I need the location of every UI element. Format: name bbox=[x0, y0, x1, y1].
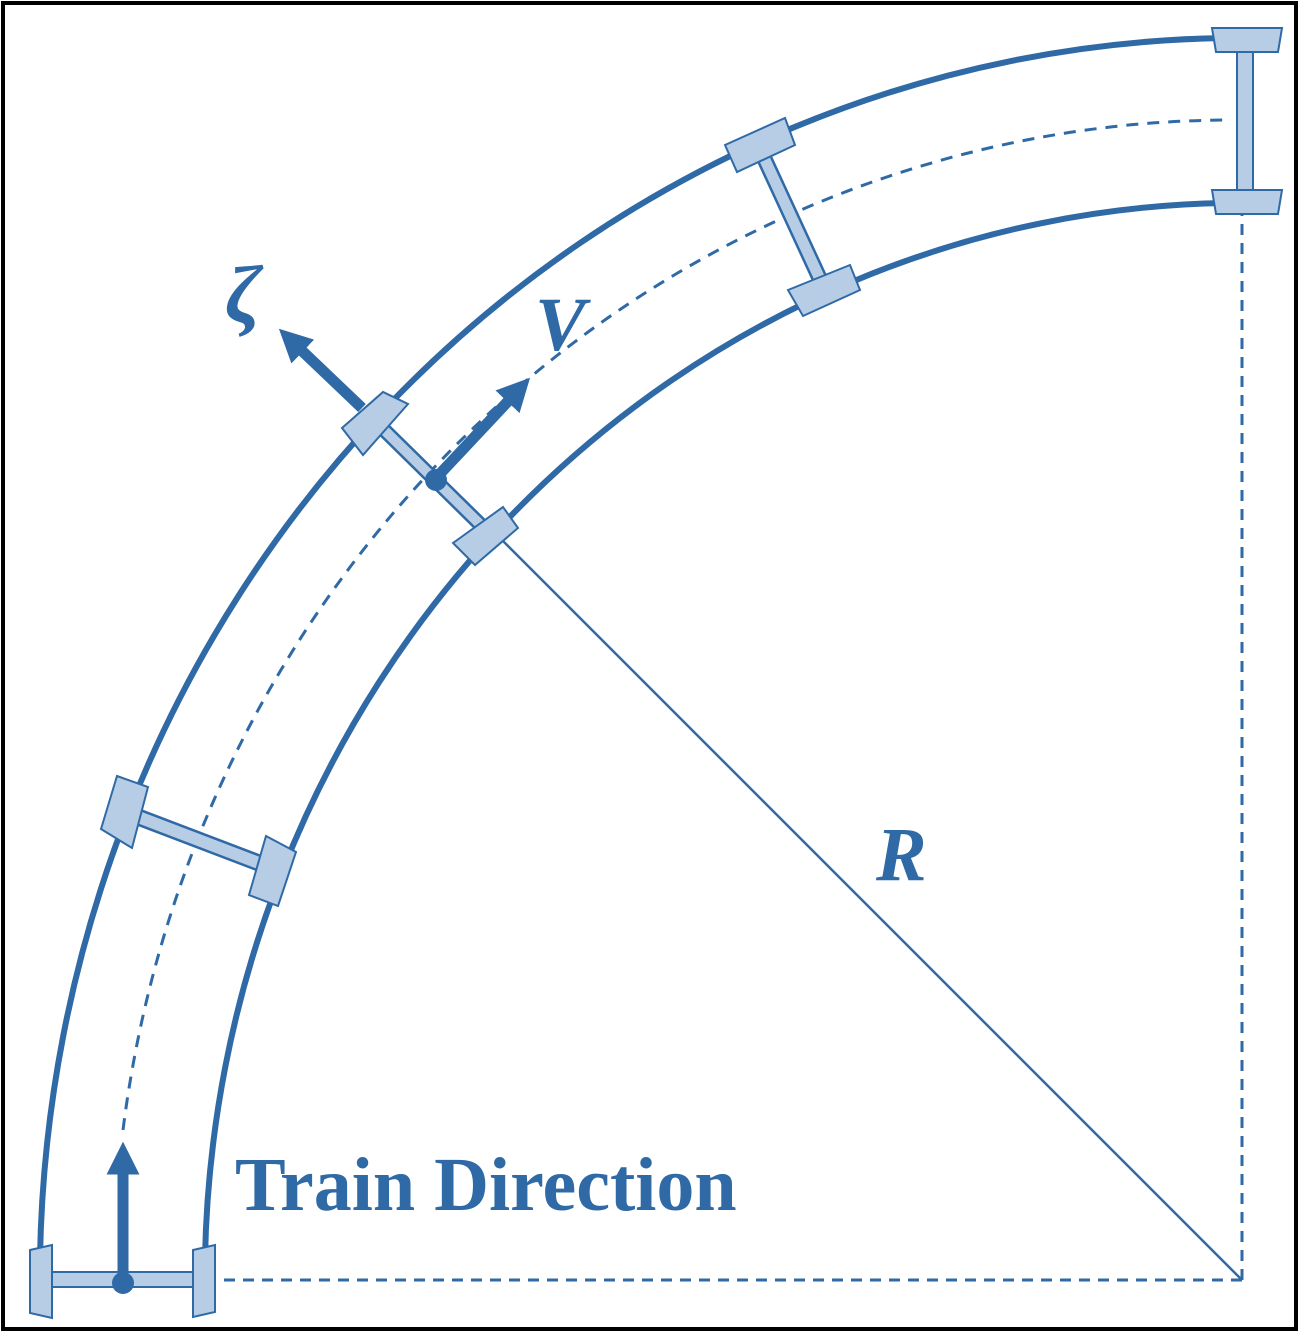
wheel-left bbox=[29, 1243, 53, 1320]
zeta-arrow bbox=[278, 328, 366, 412]
axle-fill bbox=[760, 157, 830, 293]
velocity-label: V bbox=[535, 283, 591, 367]
velocity-arrow bbox=[431, 377, 531, 482]
wheel-outer bbox=[99, 774, 150, 850]
zeta-label: ζ bbox=[225, 249, 264, 340]
wheel-outer bbox=[723, 116, 797, 174]
axle bbox=[1236, 49, 1254, 196]
wheel-bottom bbox=[1210, 189, 1284, 215]
wheel-outer bbox=[340, 390, 410, 457]
wheelset-lower bbox=[99, 774, 298, 908]
wheel-inner bbox=[451, 505, 520, 567]
wheel-right bbox=[192, 1243, 216, 1319]
wheel-inner bbox=[786, 263, 862, 318]
train-direction-label: Train Direction bbox=[235, 1143, 737, 1227]
wheelset-center-point bbox=[425, 469, 447, 491]
wheelset-upper bbox=[723, 116, 862, 318]
wheel-inner bbox=[247, 834, 298, 908]
radius-line bbox=[489, 527, 1243, 1281]
radius-label: R bbox=[875, 813, 927, 897]
axle-fill bbox=[122, 806, 275, 874]
wheelset-end bbox=[1210, 27, 1284, 215]
wheel-top bbox=[1210, 27, 1284, 53]
start-center-point bbox=[112, 1272, 134, 1294]
